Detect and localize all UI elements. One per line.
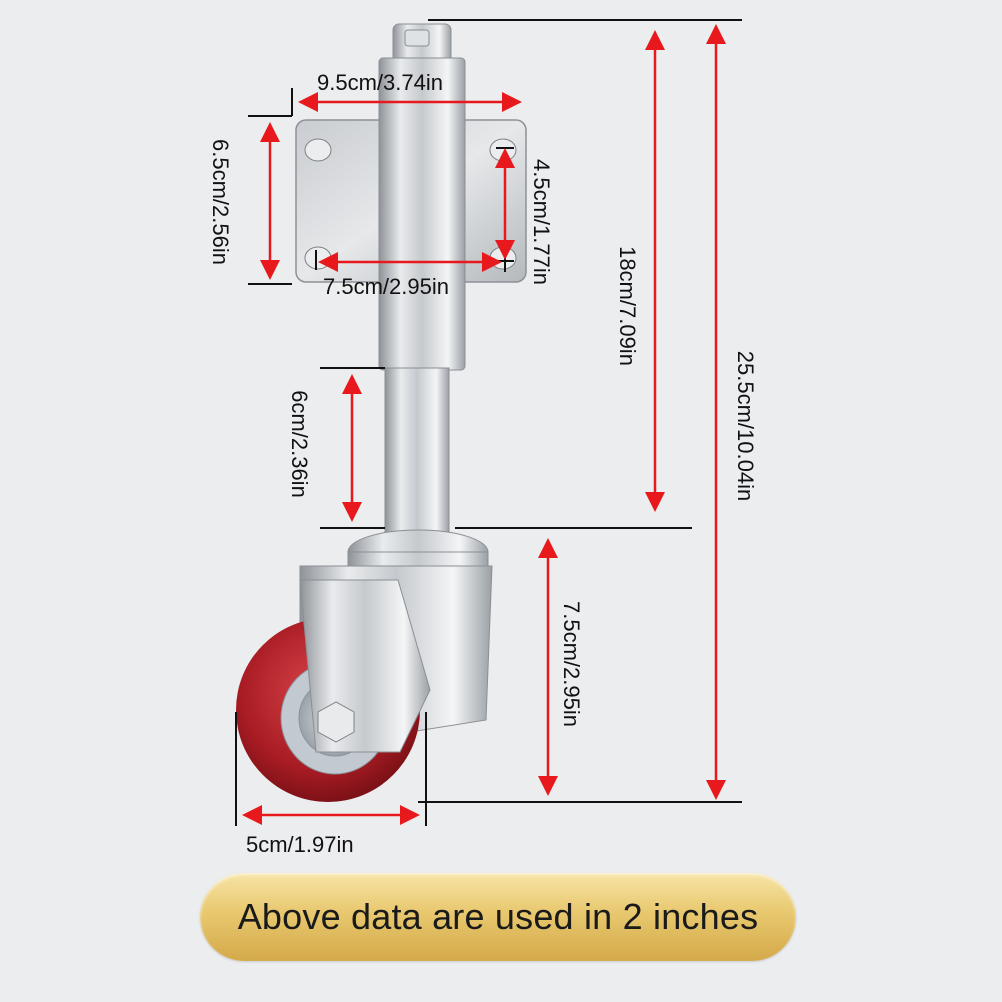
wheel-diameter-label: 5cm/1.97in bbox=[246, 832, 354, 857]
note-banner: Above data are used in 2 inches bbox=[200, 873, 796, 961]
plate-hole-bottom-left bbox=[304, 246, 332, 270]
hole-vertical-label: 4.5cm/1.77in bbox=[529, 159, 554, 285]
plate-hole-bottom-right bbox=[489, 246, 517, 270]
plate-height-label: 6.5cm/2.56in bbox=[208, 139, 233, 265]
total-height-label: 25.5cm/10.04in bbox=[733, 351, 758, 501]
caster-height-label: 7.5cm/2.95in bbox=[559, 601, 584, 727]
note-banner-text: Above data are used in 2 inches bbox=[237, 896, 759, 937]
caster-product-image bbox=[236, 23, 527, 802]
dimension-arrows bbox=[242, 23, 726, 825]
axle-nut bbox=[317, 701, 355, 743]
lower-stem-tube bbox=[384, 367, 450, 541]
lower-stem-label: 6cm/2.36in bbox=[287, 390, 312, 498]
plate-hole-top-right bbox=[489, 138, 517, 162]
upper-stem-label: 18cm/7.09in bbox=[615, 246, 640, 366]
upper-stem-tube bbox=[378, 57, 466, 371]
plate-width-label: 9.5cm/3.74in bbox=[317, 70, 443, 95]
plate-hole-top-left bbox=[304, 138, 332, 162]
hole-horizontal-label: 7.5cm/2.95in bbox=[323, 274, 449, 299]
